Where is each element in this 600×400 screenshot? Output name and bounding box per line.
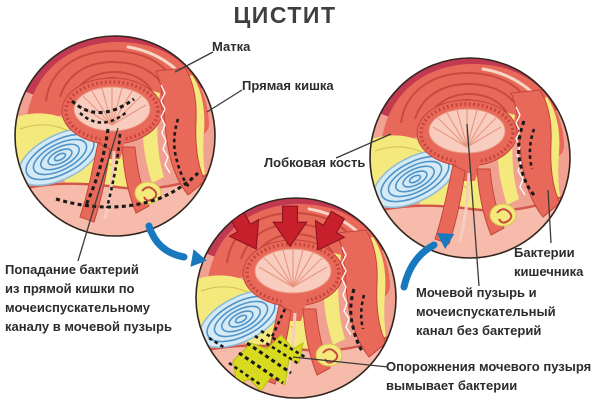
label-rectum: Прямая кишка bbox=[242, 78, 334, 93]
urine-splash bbox=[232, 334, 304, 392]
label-voiding: Опорожнения мочевого пузыря вымывает бак… bbox=[386, 359, 592, 393]
panel-infection-entry bbox=[0, 0, 260, 239]
page-title: ЦИСТИТ bbox=[233, 2, 337, 28]
leader-pubic-bone bbox=[335, 133, 392, 159]
leader-clean-bladder bbox=[466, 123, 480, 287]
bacteria-washed-out bbox=[208, 288, 366, 387]
bacteria-in-rectum bbox=[517, 120, 536, 197]
label-uterus: Матка bbox=[212, 39, 251, 54]
panel-clean-bladder bbox=[315, 0, 600, 261]
curved-arrow-down-head-icon bbox=[190, 249, 207, 267]
leader-lines bbox=[77, 51, 552, 368]
panel-bladder-voiding bbox=[141, 80, 441, 400]
leader-voiding bbox=[292, 356, 389, 368]
curved-arrow-down-icon bbox=[145, 222, 188, 261]
label-clean-bladder: Мочевой пузырь и мочеиспускательный кана… bbox=[416, 285, 556, 338]
curved-arrow-up-head-icon bbox=[436, 233, 455, 249]
leader-rectum bbox=[206, 89, 243, 113]
leader-gut-bacteria bbox=[547, 189, 552, 244]
flow-arrows bbox=[145, 222, 455, 291]
leader-uterus bbox=[174, 51, 214, 73]
label-pubic-bone: Лобковая кость bbox=[264, 155, 366, 170]
label-infection-path: Попадание бактерий из прямой кишки по мо… bbox=[5, 262, 172, 334]
label-gut-bacteria: Бактерии кишечника bbox=[514, 245, 584, 279]
bacteria-trail bbox=[55, 97, 200, 209]
curved-arrow-up-icon bbox=[400, 241, 438, 291]
pelvis-illustration bbox=[0, 0, 260, 239]
leader-infection-path bbox=[77, 127, 119, 262]
